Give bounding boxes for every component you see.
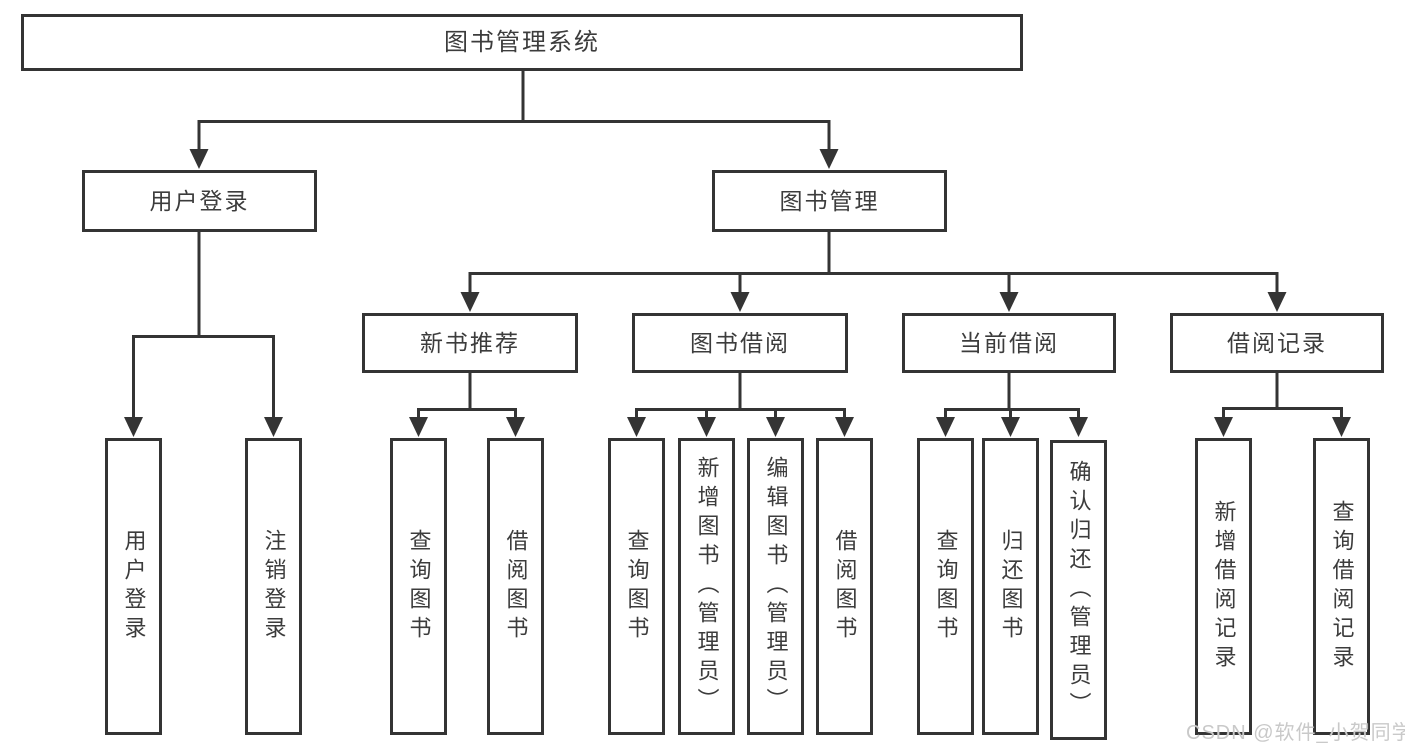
node-return-book: 归还图书: [982, 438, 1039, 735]
arrowhead-icon: [124, 417, 143, 437]
edge-root-to-level2: [189, 71, 839, 169]
edge-current-borrow-to-leaves: [936, 372, 1088, 437]
node-label: 确认归还（管理员）: [1066, 459, 1092, 721]
edge-user-login-to-leaves: [124, 231, 283, 437]
node-borrow-book-2: 借阅图书: [816, 438, 873, 735]
arrowhead-icon: [766, 417, 785, 437]
csdn-watermark: CSDN @软件_小贺同学: [1186, 722, 1405, 744]
arrowhead-icon: [730, 292, 750, 312]
node-query-book-3: 查询图书: [917, 438, 974, 735]
node-label: 图书借阅: [690, 329, 790, 356]
node-query-book-2: 查询图书: [608, 438, 665, 735]
edge-borrow-record-to-leaves: [1214, 372, 1351, 437]
node-user-login: 用户登录: [82, 170, 317, 232]
node-book-borrow: 图书借阅: [632, 313, 848, 373]
arrowhead-icon: [835, 417, 854, 437]
arrowhead-icon: [999, 292, 1019, 312]
node-label: 借阅记录: [1227, 329, 1327, 356]
arrowhead-icon: [264, 417, 283, 437]
arrowhead-icon: [1332, 417, 1351, 437]
arrowhead-icon: [409, 417, 428, 437]
node-label: 当前借阅: [959, 329, 1059, 356]
arrowhead-icon: [506, 417, 525, 437]
arrowhead-icon: [819, 149, 839, 169]
node-label: 新增图书（管理员）: [694, 456, 720, 717]
node-edit-book-admin: 编辑图书（管理员）: [747, 438, 804, 735]
node-add-book-admin: 新增图书（管理员）: [678, 438, 735, 735]
arrowhead-icon: [1001, 417, 1020, 437]
node-query-borrow-record: 查询借阅记录: [1313, 438, 1370, 735]
node-label: 查询图书: [933, 528, 959, 645]
edge-book-borrow-to-leaves: [627, 372, 854, 437]
arrowhead-icon: [460, 292, 480, 312]
node-label: 新书推荐: [420, 329, 520, 356]
node-borrow-record: 借阅记录: [1170, 313, 1384, 373]
node-label: 用户登录: [149, 187, 250, 214]
node-library-system: 图书管理系统: [21, 14, 1023, 71]
node-book-management: 图书管理: [712, 170, 947, 232]
node-user-login-leaf: 用户登录: [105, 438, 162, 735]
arrowhead-icon: [697, 417, 716, 437]
node-logout: 注销登录: [245, 438, 302, 735]
edge-new-book-to-leaves: [409, 372, 525, 437]
node-label: 图书管理: [779, 187, 880, 214]
node-label: 用户登录: [121, 528, 147, 645]
node-label: 借阅图书: [832, 528, 858, 645]
node-add-borrow-record: 新增借阅记录: [1195, 438, 1252, 735]
node-new-book-recommend: 新书推荐: [362, 313, 578, 373]
arrowhead-icon: [189, 149, 209, 169]
edge-book-management-to-level3: [460, 231, 1287, 312]
node-label: 查询图书: [624, 528, 650, 645]
arrowhead-icon: [1214, 417, 1233, 437]
arrowhead-icon: [1267, 292, 1287, 312]
node-borrow-book-1: 借阅图书: [487, 438, 544, 735]
arrowhead-icon: [936, 417, 955, 437]
node-current-borrow: 当前借阅: [902, 313, 1116, 373]
node-label: 借阅图书: [503, 528, 529, 645]
node-label: 新增借阅记录: [1211, 499, 1237, 674]
arrowhead-icon: [1069, 417, 1088, 437]
arrowhead-icon: [627, 417, 646, 437]
node-confirm-return-admin: 确认归还（管理员）: [1050, 440, 1107, 740]
node-label: 编辑图书（管理员）: [763, 456, 789, 717]
node-label: 图书管理系统: [444, 28, 600, 56]
node-label: 查询借阅记录: [1329, 499, 1355, 674]
node-label: 查询图书: [406, 528, 432, 645]
node-query-book-1: 查询图书: [390, 438, 447, 735]
node-label: 归还图书: [998, 528, 1024, 645]
node-label: 注销登录: [261, 528, 287, 645]
